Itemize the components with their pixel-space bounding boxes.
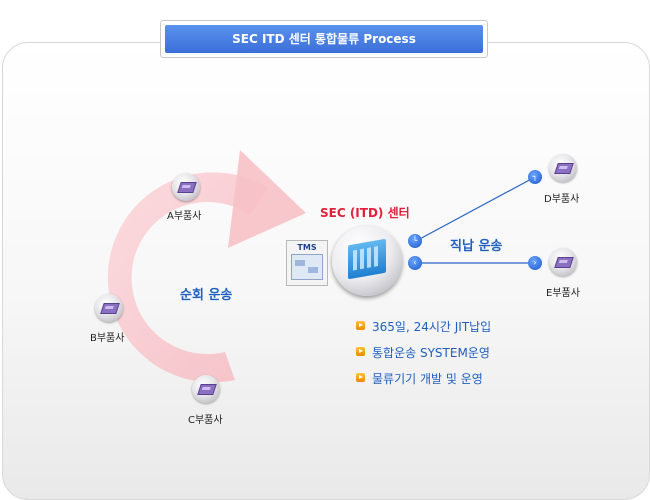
cycle-arrow-ring [107, 172, 268, 383]
supplier-d-label: D부품사 [544, 194, 580, 205]
direct-delivery-label: 직납 운송 [450, 239, 503, 254]
tms-label: TMS [297, 243, 317, 252]
supplier-c-chip-icon [192, 375, 220, 403]
supplier-d-chip-icon [549, 154, 577, 182]
title-banner: SEC ITD 센터 통합물류 Process [160, 20, 488, 58]
arrow-bullet-icon [356, 321, 365, 330]
supplier-a-chip-icon [172, 173, 200, 201]
cycle-arrow-head [228, 150, 306, 248]
connector-node-d-end-icon: ┐ [528, 170, 542, 184]
supplier-e-label: E부품사 [546, 288, 580, 299]
chevron-right-icon: › [528, 256, 542, 270]
supplier-b-chip-icon [95, 294, 123, 322]
arrow-bullet-icon [356, 347, 365, 356]
supplier-b-label: B부품사 [90, 333, 125, 344]
page-title: SEC ITD 센터 통합물류 Process [165, 25, 483, 53]
connector-node-d-start-icon: └ [408, 234, 422, 248]
connector-line-d [415, 176, 536, 242]
supplier-e-chip-icon [549, 248, 577, 276]
supplier-a-label: A부품사 [167, 211, 202, 222]
cycle-transport-label: 순회 운송 [180, 288, 233, 303]
center-building-icon [332, 226, 402, 296]
center-label: SEC (ITD) 센터 [320, 206, 410, 220]
tms-monitor-icon: TMS [286, 240, 328, 286]
arrow-bullet-icon [356, 373, 365, 382]
supplier-c-label: C부품사 [188, 415, 223, 426]
chevron-left-icon: ‹ [408, 256, 422, 270]
